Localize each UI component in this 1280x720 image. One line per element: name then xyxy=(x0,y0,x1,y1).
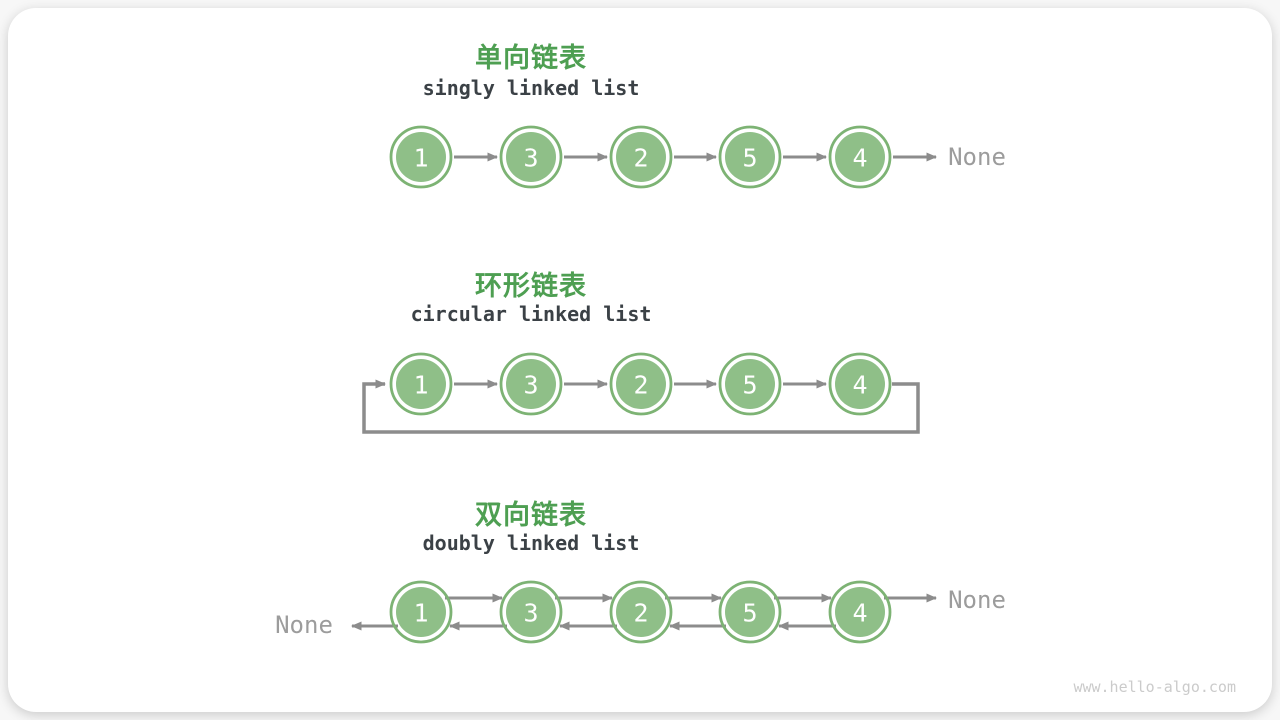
node-value: 3 xyxy=(523,371,538,400)
node-circle xyxy=(396,132,446,182)
node-value: 1 xyxy=(413,144,428,173)
list-node: 5 xyxy=(718,125,782,189)
node-outer-ring xyxy=(389,580,453,644)
node-outer-ring xyxy=(828,125,892,189)
node-outer-ring xyxy=(499,580,563,644)
node-value: 3 xyxy=(523,144,538,173)
node-value: 1 xyxy=(413,599,428,628)
node-circle xyxy=(616,587,666,637)
list-node: 3 xyxy=(499,125,563,189)
node-outer-ring xyxy=(828,352,892,416)
doubly-right-none-label: None xyxy=(948,586,1006,614)
node-circle xyxy=(506,132,556,182)
node-circle xyxy=(396,359,446,409)
loop-back-arrow xyxy=(362,379,920,434)
singly-none-label: None xyxy=(948,143,1006,171)
list-node: 2 xyxy=(609,352,673,416)
node-value: 5 xyxy=(742,599,757,628)
node-value: 5 xyxy=(742,144,757,173)
node-outer-ring xyxy=(609,580,673,644)
list-node: 3 xyxy=(499,352,563,416)
node-circle xyxy=(506,359,556,409)
node-value: 4 xyxy=(852,599,867,628)
node-value: 4 xyxy=(852,144,867,173)
node-outer-ring xyxy=(389,352,453,416)
node-circle xyxy=(835,587,885,637)
node-outer-ring xyxy=(718,352,782,416)
circular-list-title: 环形链表 xyxy=(475,271,587,302)
list-node: 1 xyxy=(389,125,453,189)
node-circle xyxy=(835,132,885,182)
node-outer-ring xyxy=(499,352,563,416)
node-value: 2 xyxy=(633,144,648,173)
node-value: 1 xyxy=(413,371,428,400)
node-outer-ring xyxy=(499,125,563,189)
node-circle xyxy=(396,587,446,637)
list-node: 5 xyxy=(718,352,782,416)
singly-list-subtitle: singly linked list xyxy=(422,76,640,100)
list-node: 1 xyxy=(389,580,453,644)
list-node: 1 xyxy=(389,352,453,416)
node-circle xyxy=(506,587,556,637)
list-node: 2 xyxy=(609,125,673,189)
doubly-list-subtitle: doubly linked list xyxy=(422,531,640,555)
list-node: 4 xyxy=(828,580,892,644)
singly-list-title: 单向链表 xyxy=(475,43,587,74)
node-outer-ring xyxy=(718,580,782,644)
singly-linked-list-diagram: None 1 3 2 5 4 xyxy=(389,125,1006,189)
circular-list-subtitle: circular linked list xyxy=(410,302,652,326)
list-node: 3 xyxy=(499,580,563,644)
node-outer-ring xyxy=(718,125,782,189)
node-circle xyxy=(725,359,775,409)
doubly-list-title: 双向链表 xyxy=(475,500,587,531)
doubly-left-none-label: None xyxy=(275,611,333,639)
list-node: 2 xyxy=(609,580,673,644)
node-value: 5 xyxy=(742,371,757,400)
watermark: www.hello-algo.com xyxy=(1073,678,1236,696)
node-outer-ring xyxy=(828,580,892,644)
node-outer-ring xyxy=(609,352,673,416)
node-value: 3 xyxy=(523,599,538,628)
node-circle xyxy=(835,359,885,409)
node-value: 4 xyxy=(852,371,867,400)
node-circle xyxy=(725,587,775,637)
node-value: 2 xyxy=(633,599,648,628)
node-outer-ring xyxy=(389,125,453,189)
list-node: 5 xyxy=(718,580,782,644)
list-node: 4 xyxy=(828,352,892,416)
circular-linked-list-diagram: 1 3 2 5 4 xyxy=(362,352,920,434)
node-outer-ring xyxy=(609,125,673,189)
node-circle xyxy=(616,132,666,182)
node-circle xyxy=(725,132,775,182)
node-circle xyxy=(616,359,666,409)
list-node: 4 xyxy=(828,125,892,189)
node-value: 2 xyxy=(633,371,648,400)
